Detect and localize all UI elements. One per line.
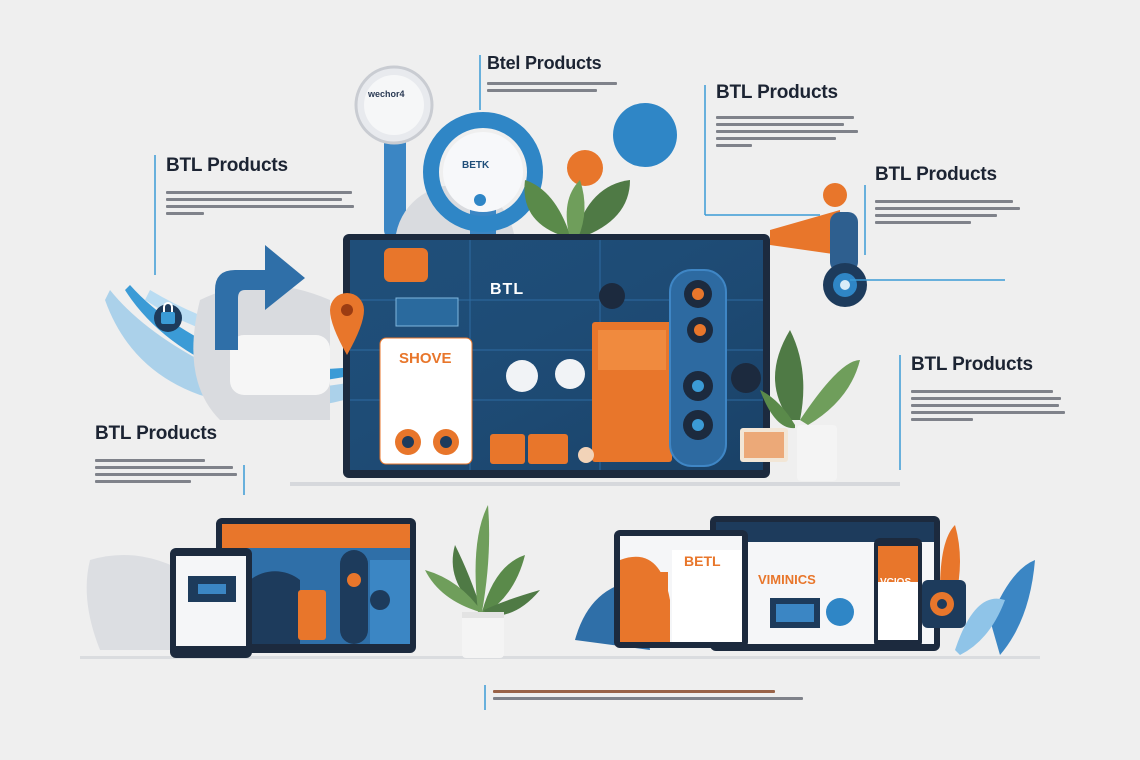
bottom-floor-line bbox=[80, 656, 1040, 659]
callout-placeholder-text bbox=[716, 116, 866, 147]
callout-title: BTL Products bbox=[716, 82, 838, 103]
phone-banner: VCIOS bbox=[880, 577, 912, 588]
desk-shadow bbox=[290, 482, 900, 486]
callout-left-upper: BTL Products bbox=[166, 155, 366, 219]
callout-right-middle: BTL Products bbox=[911, 354, 1071, 425]
callout-right-upper: BTL Products bbox=[875, 164, 1025, 228]
plant-bottom bbox=[425, 505, 540, 658]
plant-right bbox=[760, 330, 860, 481]
camera-device bbox=[770, 183, 867, 307]
screen-heading: BTL bbox=[490, 281, 525, 298]
callout-title: BTL Products bbox=[166, 155, 288, 176]
laptop-heading: BETL bbox=[684, 553, 721, 569]
blue-dot bbox=[613, 103, 677, 167]
callout-title: Btel Products bbox=[487, 53, 602, 73]
orange-dot bbox=[567, 150, 603, 186]
plant-top bbox=[524, 180, 630, 238]
callout-top-right: BTL Products bbox=[716, 82, 866, 151]
callout-top-center: Btel Products bbox=[487, 53, 627, 96]
callout-placeholder-text bbox=[487, 82, 627, 92]
callout-lines bbox=[154, 55, 1005, 710]
footer-placeholder-text bbox=[493, 686, 813, 704]
callout-title: BTL Products bbox=[875, 164, 997, 185]
callout-placeholder-text bbox=[875, 200, 1025, 224]
card-heading: SHOVE bbox=[399, 350, 452, 367]
laptop-banner: VIMINICS bbox=[758, 572, 816, 587]
main-monitor bbox=[330, 234, 788, 478]
callout-placeholder-text bbox=[95, 459, 255, 483]
ring-badge bbox=[423, 112, 543, 240]
badge-label: BETK bbox=[462, 160, 490, 171]
bottom-right-devices bbox=[575, 516, 1035, 655]
lock-icon bbox=[154, 302, 182, 332]
magnifier-label: wechor4 bbox=[368, 89, 405, 99]
bottom-left-devices bbox=[86, 518, 416, 658]
callout-title: BTL Products bbox=[911, 354, 1033, 375]
callout-left-lower: BTL Products bbox=[95, 423, 255, 487]
white-block bbox=[230, 335, 330, 395]
callout-placeholder-text bbox=[166, 191, 366, 215]
magnifier-icon bbox=[354, 65, 434, 240]
callout-title: BTL Products bbox=[95, 423, 217, 444]
callout-placeholder-text bbox=[911, 390, 1071, 421]
arrow-right-icon bbox=[215, 245, 305, 350]
